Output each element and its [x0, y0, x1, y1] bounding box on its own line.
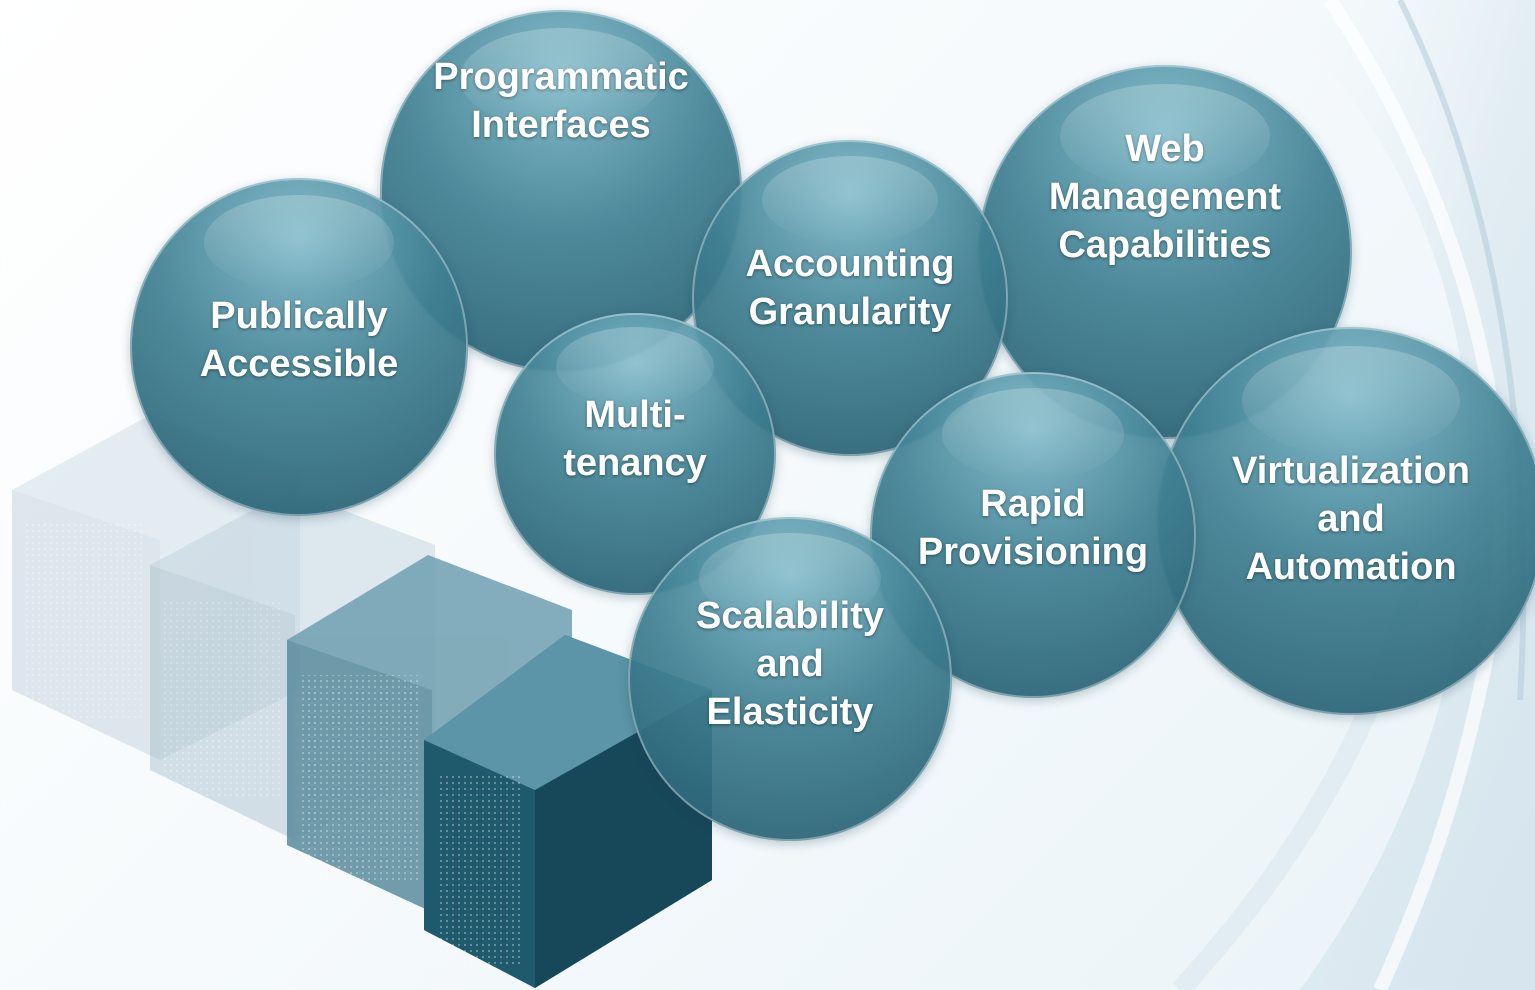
server-rack-illustration: [12, 415, 712, 988]
bubble-label: Web Management Capabilities: [1048, 128, 1282, 266]
bubble-label: Rapid Provisioning: [917, 482, 1149, 573]
bubble-programmatic-interfaces: Programmatic Interfaces: [380, 10, 742, 372]
bubble-publically-accessible: Publically Accessible: [130, 178, 468, 516]
bubble-label: Publically Accessible: [199, 294, 399, 385]
bubble-label: Scalability and Elasticity: [696, 595, 884, 733]
bubble-label: Virtualization and Automation: [1232, 449, 1470, 588]
bubble-scalability-and-elasticity: Scalability and Elasticity: [628, 517, 952, 841]
bubble-virtualization-and-automation: Virtualization and Automation: [1157, 327, 1535, 715]
bubble-label: Programmatic Interfaces: [433, 56, 689, 146]
bubble-label: Multi- tenancy: [563, 394, 707, 484]
bubble-label: Accounting Granularity: [745, 243, 955, 333]
